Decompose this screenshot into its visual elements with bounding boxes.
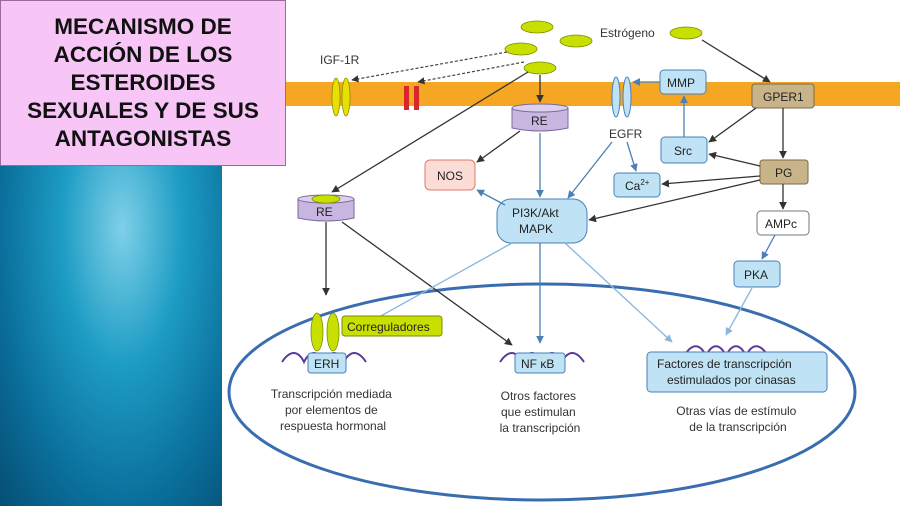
estrogen-label: Estrógeno [600,26,655,40]
ampc-box [756,210,810,236]
igf1r-label: IGF-1R [320,53,360,67]
slide-title: MECANISMO DE ACCIÓN DE LOS ESTEROIDES SE… [27,14,259,151]
igf1r-receptor [331,77,351,117]
re-membrane-label: RE [531,114,548,128]
ca-label: Ca2+ [625,178,650,193]
coregulators-box [341,315,443,337]
erh-receptor-dimer [310,312,340,352]
egfr-receptor [611,76,632,118]
re-cytoplasm-receptor [297,194,355,222]
arrow-pg-src [708,151,761,167]
src-label: Src [674,144,692,158]
arrow-pi3k-nos [476,189,506,206]
arrow-re-nos [476,130,521,163]
ca-box [613,172,661,198]
nos-label: NOS [437,169,463,183]
tf-box [646,351,828,393]
caption-hormone-response: Transcripción mediada por elementos de r… [271,387,395,433]
arrow-estrogen-gper1 [701,39,771,83]
arrow-pka-tf [725,287,753,336]
nucleus [227,282,857,502]
arrow-pi3k-tf [564,242,673,343]
erh-label: ERH [314,357,339,371]
title-box: MECANISMO DE ACCIÓN DE LOS ESTEROIDES SE… [0,0,286,166]
pg-label: PG [775,166,792,180]
pka-label: PKA [744,268,768,282]
arrow-estrogen-red-receptor [417,61,525,85]
mmp-label: MMP [667,76,695,90]
tf-label-line2: estimulados por cinasas [667,373,796,387]
egfr-label: EGFR [609,127,643,141]
arrow-estrogen-igf1r [351,51,508,83]
pka-box [733,260,781,288]
nfkb-label: NF κB [521,357,554,371]
arrow-re-nfkb [341,221,513,346]
ampc-label: AMPc [765,217,797,231]
erh-box [307,352,347,374]
estrogen-molecules [504,20,703,75]
nfkb-box [514,352,566,374]
arrow-gper1-src [708,107,757,143]
caption-other-factors: Otros factores que estimulan la transcri… [500,389,581,435]
tf-label-line1: Factores de transcripción [657,357,792,371]
pg-box [759,159,809,185]
caption-other-pathways: Otras vías de estímulo de la transcripci… [676,404,799,434]
arrow-pg-ca [661,175,761,188]
pi3k-mapk-box [496,198,588,244]
arrow-ampc-pka [761,234,776,260]
coregulators-label: Correguladores [347,320,430,334]
arrow-egfr-pi3k [567,141,613,199]
re-cytoplasm-label: RE [316,205,333,219]
mapk-label: MAPK [519,222,553,236]
nos-box [424,159,476,191]
red-receptor [404,86,419,110]
re-membrane-receptor [511,103,569,132]
arrow-estrogen-re-cytoplasm [331,71,529,193]
pi3k-label: PI3K/Akt [512,206,559,220]
gper1-label: GPER1 [763,90,804,104]
arrow-egfr-ca [626,141,638,172]
arrow-pg-pi3k [588,179,761,223]
